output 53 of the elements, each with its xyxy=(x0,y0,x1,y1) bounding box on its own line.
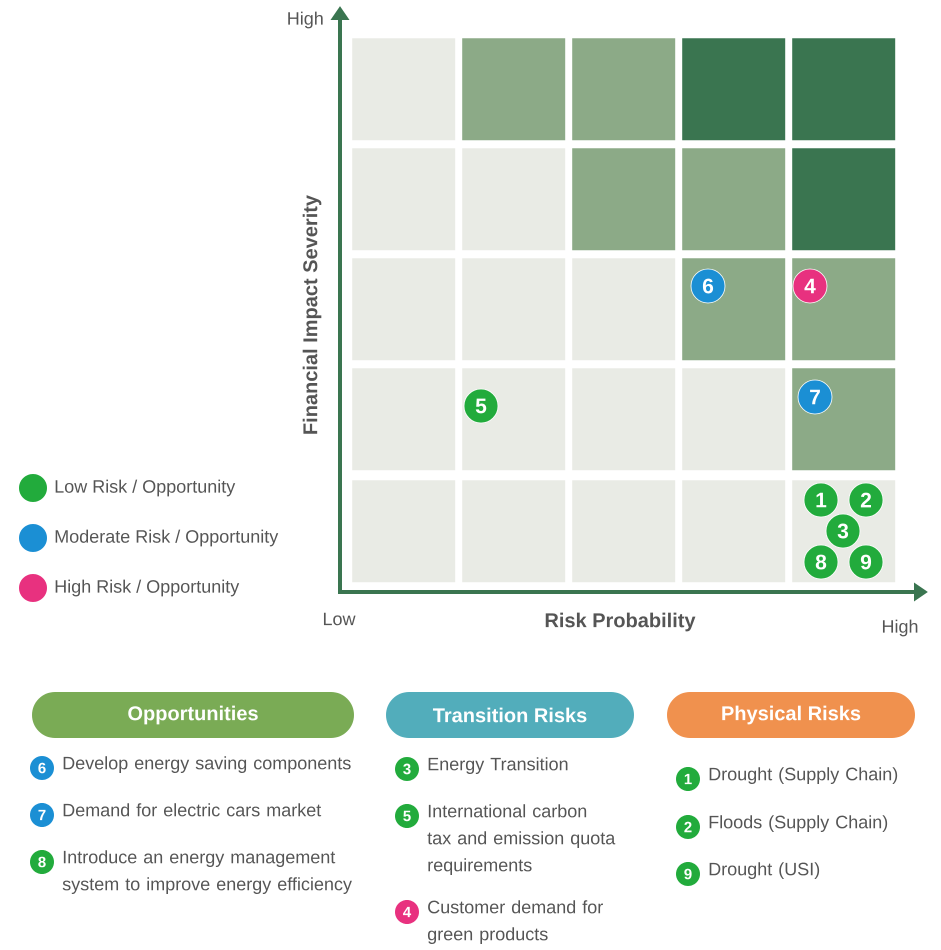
grid-cell xyxy=(462,368,566,470)
grid-cell xyxy=(682,38,786,140)
grid-cell xyxy=(462,38,566,140)
axis-title: Financial Impact Severity xyxy=(302,195,322,434)
grid-cell xyxy=(352,148,456,250)
category-pill: Opportunities xyxy=(32,692,354,738)
grid-cell xyxy=(572,480,676,582)
grid-cell xyxy=(352,38,456,140)
legend-label: Low Risk / Opportunity xyxy=(56,480,236,496)
list-text: Customer demand for green products xyxy=(428,900,603,944)
category-pill: Physical Risks xyxy=(667,692,915,738)
grid-cell xyxy=(572,258,676,360)
grid-cell xyxy=(682,148,786,250)
grid-cell xyxy=(792,368,896,470)
legend-label: Moderate Risk / Opportunity xyxy=(56,530,278,546)
category-pill: Transition Risks xyxy=(386,692,634,738)
list-text: Floods (Supply Chain) xyxy=(710,815,888,832)
number-badge: 1 xyxy=(676,767,700,791)
number-badge: 6 xyxy=(30,756,54,780)
number-badge: 8 xyxy=(30,850,54,874)
grid-cell xyxy=(462,258,566,360)
number-badge: 3 xyxy=(395,757,419,781)
grid-cell xyxy=(792,258,896,360)
grid-cell xyxy=(462,148,566,250)
list-text: Introduce an energy management system to improve energy efficiency xyxy=(62,850,352,894)
number-badge: 5 xyxy=(395,804,419,828)
list-text: Develop energy saving components xyxy=(64,756,351,773)
axis-title: Risk Probability xyxy=(546,612,696,632)
grid-cell xyxy=(572,38,676,140)
grid-cell xyxy=(682,368,786,470)
grid-cell xyxy=(792,38,896,140)
grid-cell xyxy=(682,258,786,360)
grid-cell xyxy=(352,368,456,470)
list-text: Energy Transition xyxy=(428,757,568,774)
grid-cell xyxy=(682,480,786,582)
grid-cell xyxy=(352,258,456,360)
list-text: Drought (USI) xyxy=(710,862,820,879)
list-text: International carbon tax and emission quota requirements xyxy=(427,804,616,875)
axis-label: Low xyxy=(324,612,356,626)
number-badge: 2 xyxy=(676,815,700,839)
number-badge: 4 xyxy=(395,900,419,924)
axis-label: High xyxy=(882,620,918,636)
grid-cell xyxy=(572,148,676,250)
grid-cell xyxy=(792,148,896,250)
number-badge: 7 xyxy=(30,803,54,827)
number-badge: 9 xyxy=(676,862,700,886)
grid-cell xyxy=(352,480,456,582)
list-text: Drought (Supply Chain) xyxy=(710,767,898,784)
axis-label: High xyxy=(288,12,323,28)
grid-cell xyxy=(462,480,566,582)
legend-label: High Risk / Opportunity xyxy=(56,580,240,596)
list-text: Demand for electric cars market xyxy=(64,803,322,816)
grid-cell xyxy=(572,368,676,470)
